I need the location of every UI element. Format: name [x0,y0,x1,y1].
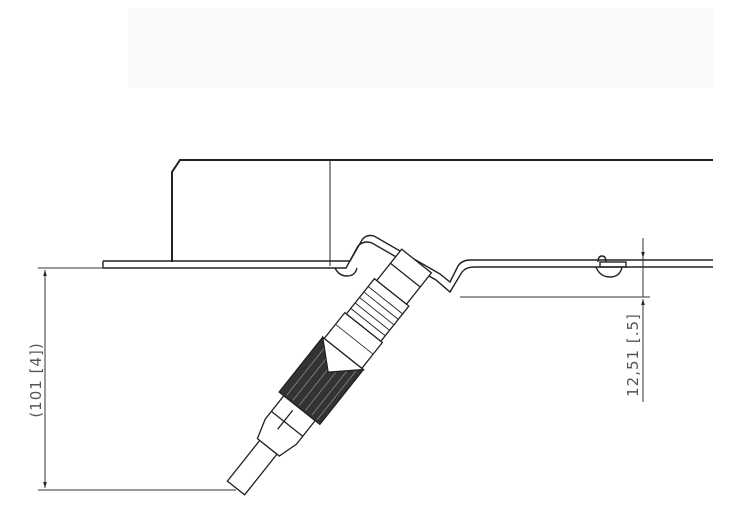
faded-background-region [128,8,714,88]
mounting-bracket [102,234,713,294]
dimension-label-height: (101 [4]) [27,342,45,417]
dimension-offset-right [460,238,650,402]
dimension-height-left [38,267,236,491]
enclosure-housing [171,159,713,266]
dimension-label-offset: 12,51 [.5] [624,313,642,397]
cable-connector [226,248,433,496]
